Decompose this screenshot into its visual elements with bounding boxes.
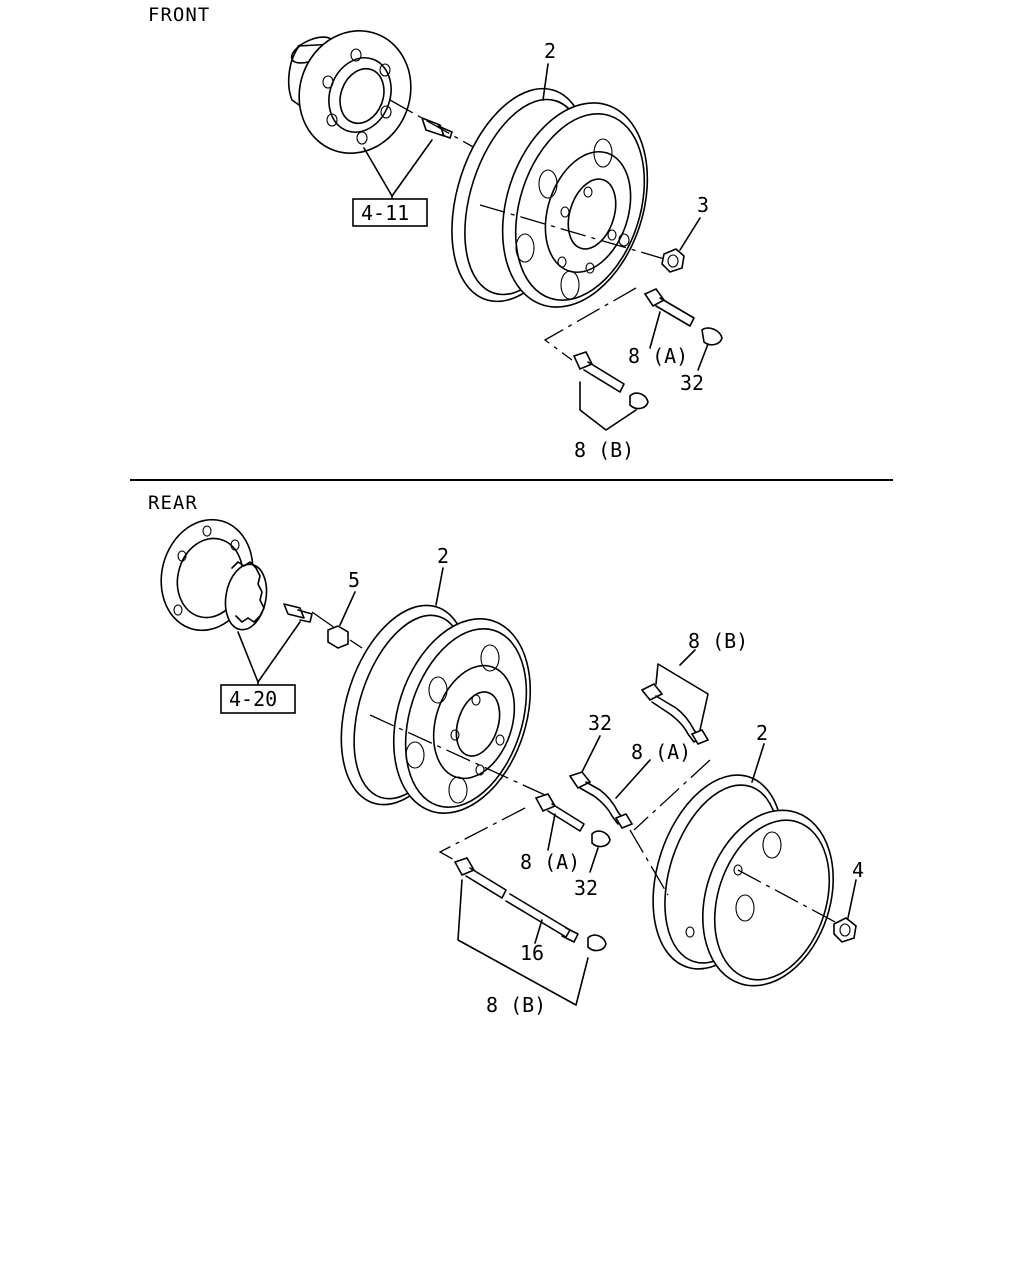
- callout-rear-inner-wheel: 2: [437, 544, 449, 568]
- callout-rear-cap-upper: 32: [588, 711, 612, 735]
- rear-outer-wheel-disc: [652, 774, 836, 987]
- front-hub-bolt: [421, 117, 453, 139]
- callout-rear-extension: 16: [520, 941, 544, 965]
- ref-label-front: 4-11: [361, 201, 409, 225]
- ref-label-rear: 4-20: [229, 687, 277, 711]
- rear-hub-bolt: [283, 603, 313, 623]
- callout-front-wheel: 2: [544, 39, 556, 63]
- ref-box-rear: [220, 684, 296, 714]
- rear-wheel-nut: [833, 917, 857, 943]
- callout-rear-valve-a-lower: 8 (A): [520, 850, 580, 874]
- section-title-rear: REAR: [148, 492, 198, 514]
- front-valve-stem-a: [643, 288, 723, 346]
- callout-rear-bolt: 5: [348, 568, 360, 592]
- rear-leader-lines: [237, 567, 857, 1006]
- rear-hub: [160, 518, 336, 632]
- callout-rear-nut: 4: [852, 858, 864, 882]
- front-wheel-disc: [451, 87, 669, 308]
- callout-rear-valve-b-lower: 8 (B): [486, 993, 546, 1017]
- ref-box-front: [352, 198, 428, 227]
- rear-valve-stem-a-lower: [534, 793, 611, 848]
- rear-hub-bolt-5: [327, 625, 363, 649]
- callout-rear-valve-b-upper: 8 (B): [688, 629, 748, 653]
- callout-front-valve-b: 8 (B): [574, 438, 634, 462]
- front-hub: [287, 29, 476, 155]
- callout-rear-outer-wheel: 2: [756, 721, 768, 745]
- rear-valve-stem-b-upper: [640, 682, 710, 745]
- front-valve-stem-b: [572, 351, 649, 410]
- callout-front-cap: 32: [680, 371, 704, 395]
- section-title-front: FRONT: [148, 4, 210, 26]
- front-wheel-nut: [661, 248, 685, 273]
- rear-valve-stem-a-upper: [568, 771, 634, 829]
- rear-inner-wheel-disc: [340, 604, 546, 814]
- callout-front-nut: 3: [697, 193, 709, 217]
- callout-front-valve-a: 8 (A): [628, 344, 688, 368]
- rear-valve-stem-b-lower: [453, 857, 607, 952]
- callout-rear-valve-a-upper: 8 (A): [631, 740, 691, 764]
- callout-rear-cap-lower: 32: [574, 876, 598, 900]
- front-leader-lines: [363, 63, 709, 431]
